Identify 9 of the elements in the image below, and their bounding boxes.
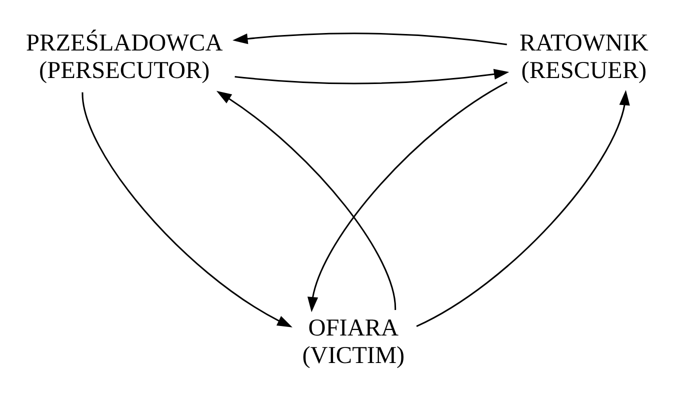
arrow	[416, 90, 630, 327]
arrow	[232, 32, 507, 46]
node-text: RATOWNIK (RESCUER)	[520, 30, 648, 84]
arrow	[307, 82, 508, 312]
arrow	[82, 92, 292, 328]
node-text: PRZEŚLADOWCA (PERSECUTOR)	[26, 30, 223, 84]
arrow	[216, 90, 396, 310]
arrow	[234, 68, 510, 84]
node-text: OFIARA (VICTIM)	[302, 314, 405, 369]
